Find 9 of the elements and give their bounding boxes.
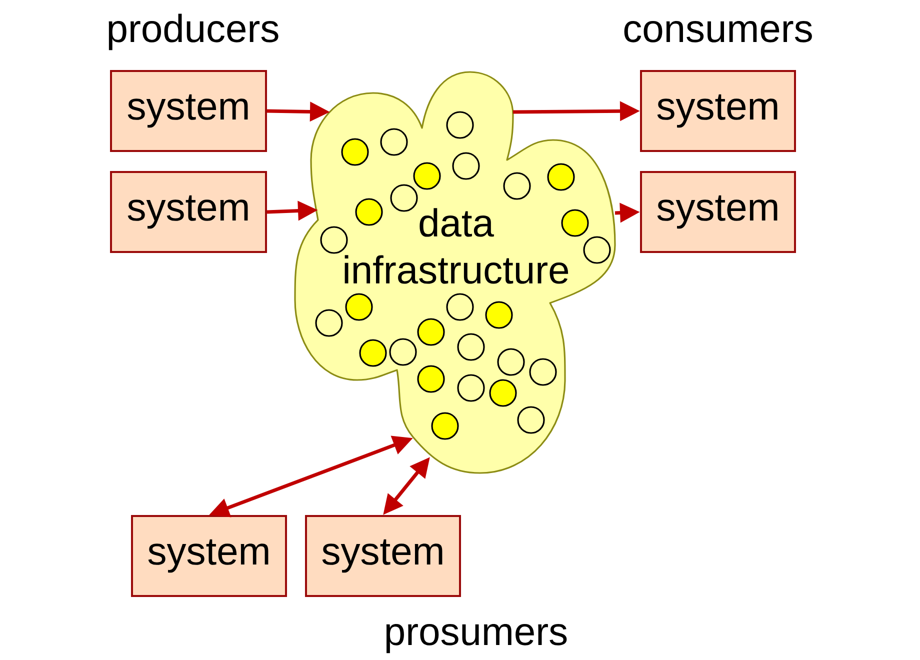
system-box: system bbox=[110, 171, 267, 253]
system-box: system bbox=[640, 171, 796, 253]
system-box: system bbox=[640, 70, 796, 152]
group-label: prosumers bbox=[386, 624, 567, 654]
system-box: system bbox=[110, 70, 267, 152]
system-box: system bbox=[305, 515, 461, 597]
group-label: consumers bbox=[624, 21, 812, 42]
group-label: producers bbox=[108, 14, 278, 50]
system-box: system bbox=[131, 515, 287, 597]
